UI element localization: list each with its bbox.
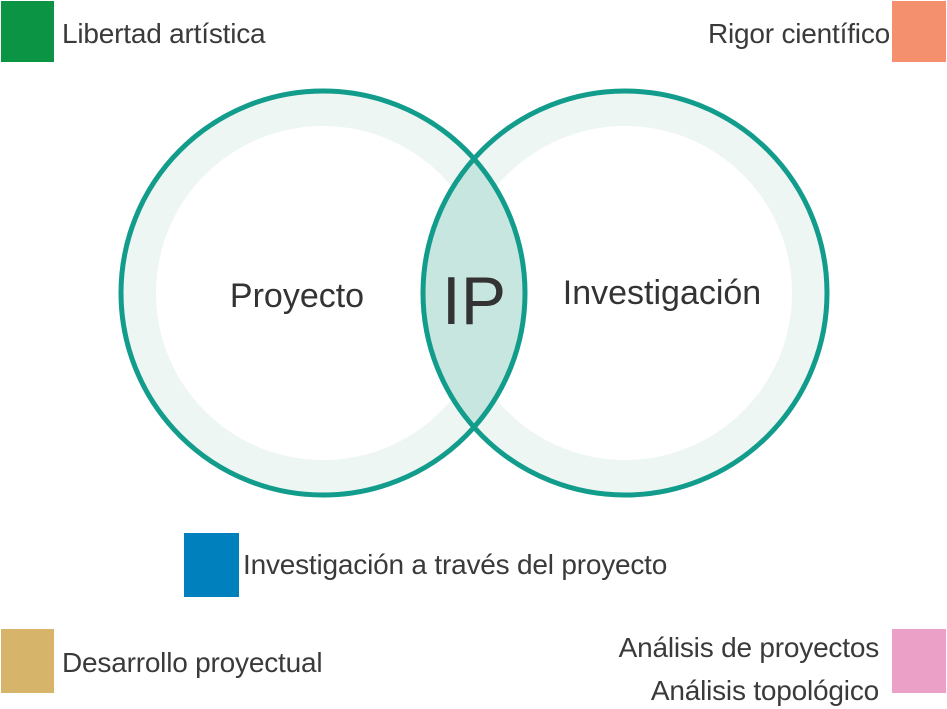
legend-desarrollo-proyectual: Desarrollo proyectual [62,647,323,678]
venn-left-circle [118,88,528,498]
swatch-libertad-artistica [1,1,54,62]
swatch-investigacion-proyecto [184,533,239,597]
venn-right-circle [420,88,830,498]
swatch-analisis [892,629,946,693]
legend-rigor-cientifico: Rigor científico [708,18,890,49]
legend-libertad-artistica: Libertad artística [62,18,266,49]
legend-investigacion-proyecto: Investigación a través del proyecto [243,549,668,580]
venn-left-label: Proyecto [230,277,364,315]
legend-analisis-proyectos: Análisis de proyectos [618,632,880,663]
swatch-desarrollo-proyectual [1,629,54,693]
venn-intersection-label: IP [442,263,506,339]
venn-right-label: Investigación [563,274,761,312]
legend-analisis-topologico: Análisis topológico [650,675,879,706]
swatch-rigor-cientifico [892,1,946,62]
